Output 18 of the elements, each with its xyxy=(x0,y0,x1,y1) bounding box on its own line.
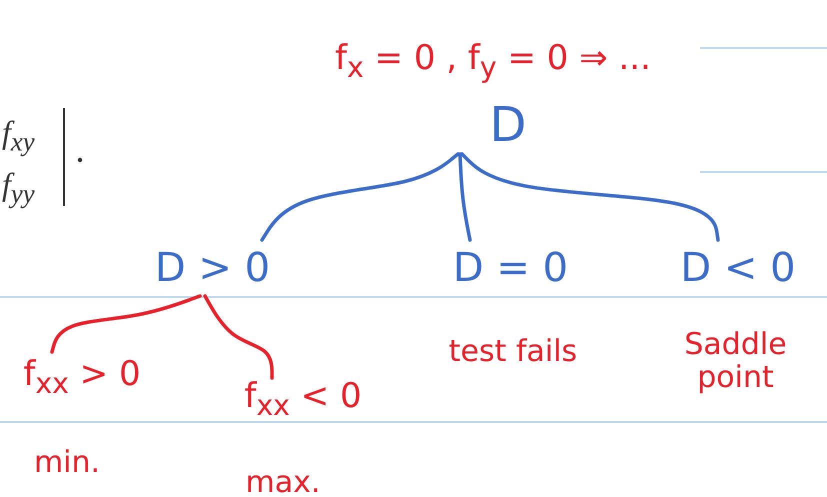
branch-line xyxy=(460,152,720,242)
node-label: D xyxy=(490,101,526,149)
result-note: max. xyxy=(244,466,322,497)
condition-text: f$_{x}$ = 0 , f$_{y}$ = 0 ⇒ ... xyxy=(335,38,651,84)
branch-line xyxy=(203,294,274,380)
node-label: D < 0 xyxy=(680,248,796,288)
matrix-entry: f$_{yy}$ xyxy=(2,166,35,210)
branch-line xyxy=(50,294,202,354)
result-note: test fails xyxy=(448,335,578,368)
result-note: Saddle point xyxy=(683,328,788,394)
branch-line xyxy=(458,152,472,242)
result-note: min. xyxy=(32,446,102,479)
node-label: D = 0 xyxy=(452,248,568,288)
node-label: f$_{xx}$ > 0 xyxy=(23,357,141,399)
branch-line xyxy=(260,152,460,242)
node-label: f$_{xx}$ < 0 xyxy=(244,379,362,421)
node-label: D > 0 xyxy=(154,248,270,288)
matrix-entry: f$_{xy}$ xyxy=(2,114,35,158)
